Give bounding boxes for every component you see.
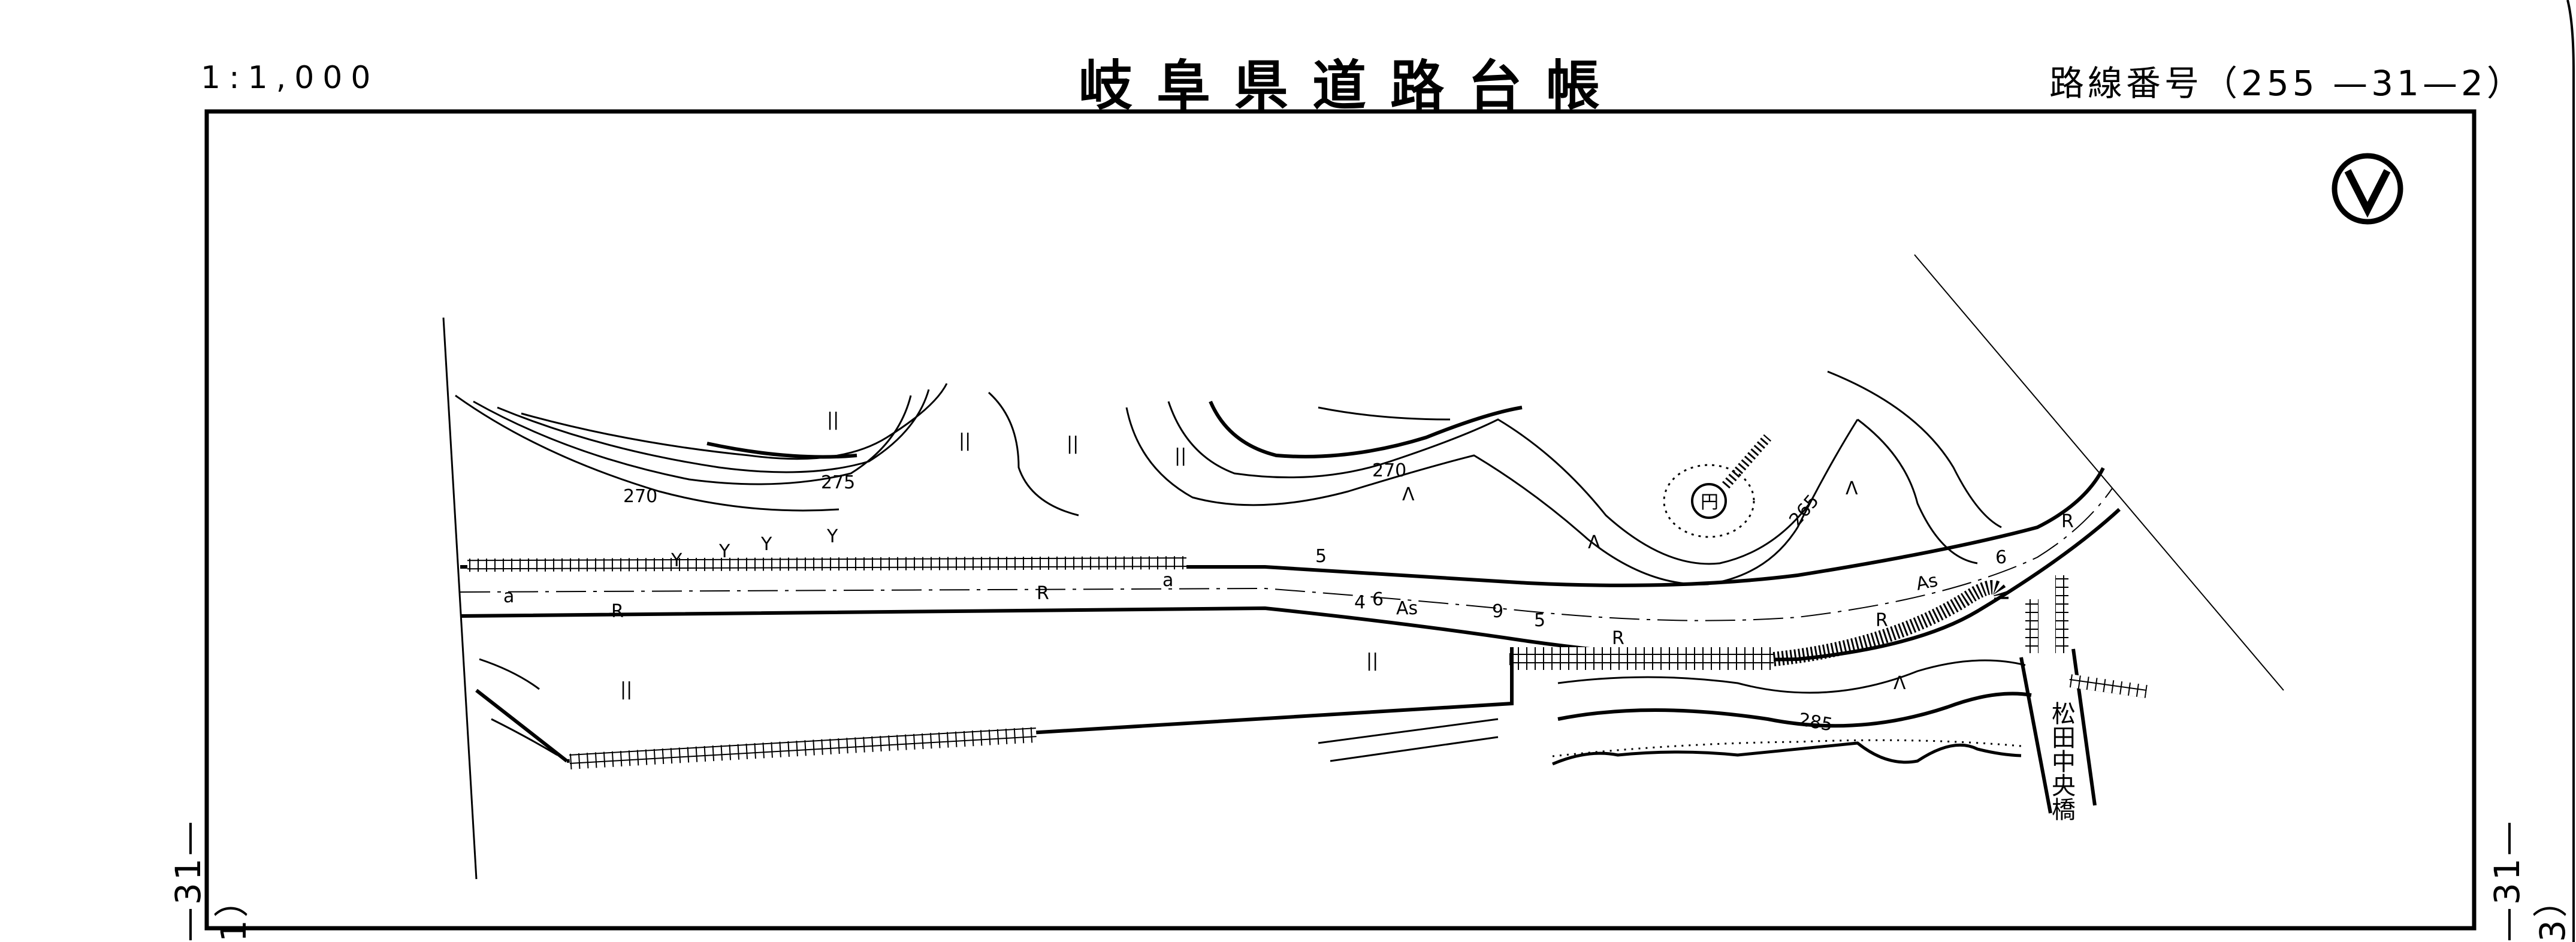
contour-label: 270 — [1372, 460, 1406, 481]
land-use-symbol: || — [1366, 650, 1378, 671]
shrine-hill — [1663, 434, 1772, 538]
road-label: a — [1162, 570, 1173, 591]
road-label: R — [1037, 583, 1049, 604]
land-use-symbol: Λ — [1402, 484, 1415, 505]
road-label: a — [503, 586, 514, 607]
bridge-name: 松田中央橋 — [2047, 701, 2075, 821]
land-use-symbol: Y — [760, 534, 772, 555]
page-edge-line — [2566, 0, 2575, 942]
north-arrow-icon — [2332, 153, 2403, 225]
road-label: 4 — [1354, 592, 1366, 613]
road-label: As — [1396, 598, 1418, 619]
road-label: 6 — [1372, 589, 1384, 610]
land-use-symbol: || — [1067, 433, 1079, 454]
land-use-symbol: Λ — [1894, 673, 1906, 694]
road-label: 5 — [1534, 610, 1545, 631]
bridge — [2019, 575, 2148, 814]
contour-label: 275 — [821, 472, 855, 493]
road-sidewalk-south — [1510, 647, 1774, 670]
road-label: 9 — [1492, 601, 1503, 622]
road-label: 5 — [1315, 546, 1327, 567]
land-use-symbol: Y — [671, 550, 682, 571]
road-label: As — [1914, 570, 1940, 595]
land-use-symbol: || — [1174, 445, 1186, 466]
land-use-symbol: Y — [718, 541, 730, 562]
land-use-symbol: Λ — [1846, 478, 1858, 499]
contour-label: 285 — [1797, 709, 1834, 735]
road-label: R — [611, 601, 624, 622]
road-label: R — [1876, 610, 1888, 631]
land-use-symbol: Λ — [1588, 532, 1600, 553]
retaining-wall-grid — [569, 727, 1037, 769]
road-label: 6 — [1995, 547, 2007, 568]
land-use-symbol: || — [959, 430, 971, 451]
land-use-symbol: || — [827, 409, 839, 430]
route-number: 路線番号（255 —31—2） — [2049, 63, 2525, 104]
river-bank — [1552, 741, 2022, 766]
page-title: 岐阜県道路台帳 — [1079, 54, 1624, 117]
land-use-symbol: || — [620, 679, 632, 700]
road-label: R — [1612, 628, 1624, 649]
map-frame — [204, 109, 2477, 931]
map-scale: 1:1,000 — [201, 60, 379, 96]
shrine-symbol: 円 — [1701, 492, 1719, 513]
map-labels: 270 275 270 265 285 As As R R R R R a a … — [503, 409, 2074, 736]
contour-label: 270 — [623, 486, 657, 507]
road — [460, 467, 2121, 665]
left-boundary-line — [442, 317, 478, 880]
land-use-symbol: Y — [826, 526, 838, 547]
contour-lines — [455, 370, 2032, 756]
south-wall-curve — [1772, 580, 2009, 666]
road-label: R — [2061, 511, 2074, 532]
